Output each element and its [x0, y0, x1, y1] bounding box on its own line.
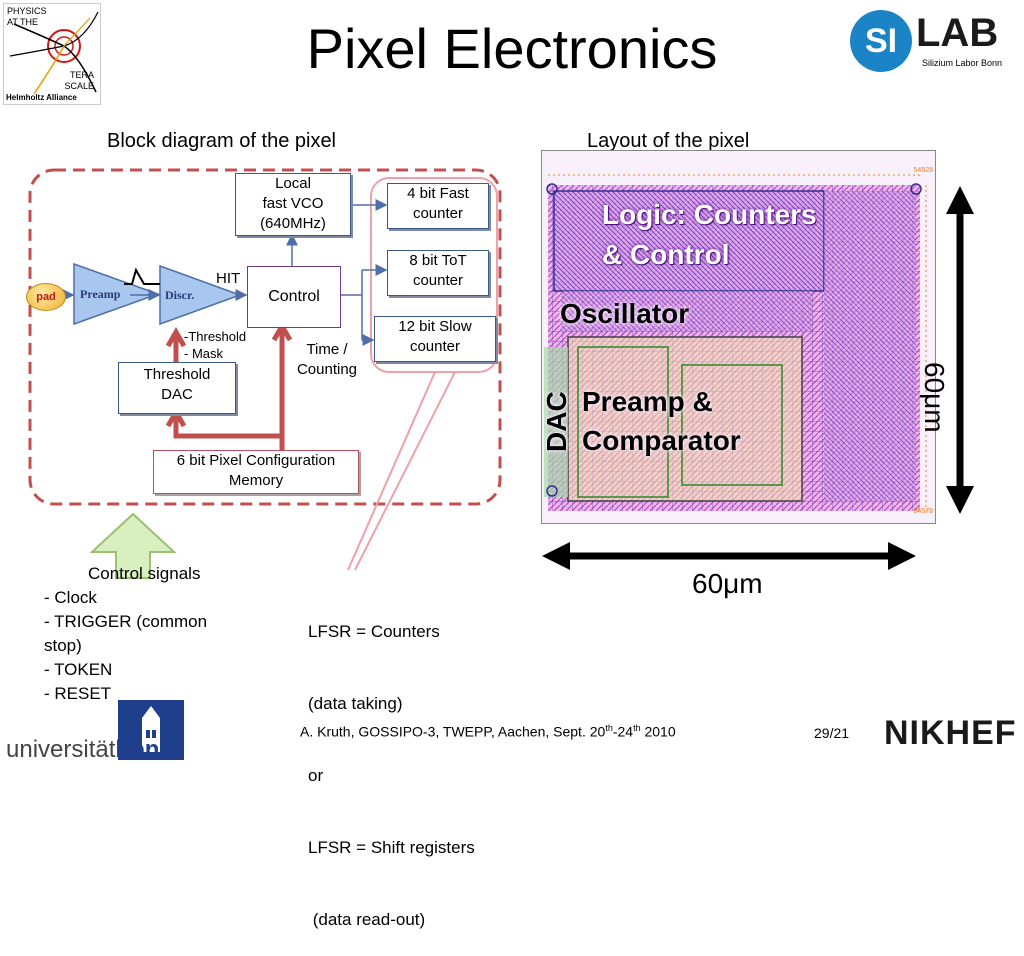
slow-counter-line-1: 12 bit Slow — [398, 318, 472, 335]
control-block: Control — [247, 266, 341, 328]
preamp-label: Preamp — [80, 287, 121, 301]
discr-label: Discr. — [165, 288, 195, 302]
physics-at-terascale-logo: PHYSICS AT THE TERA SCALE Helmholtz Alli… — [3, 3, 101, 105]
threshold-dac-line-1: Threshold — [143, 366, 211, 383]
control-signals-list: - Clock - TRIGGER (common stop) - TOKEN … — [44, 586, 274, 706]
threshold-dac-line-2: DAC — [161, 386, 193, 403]
citation: A. Kruth, GOSSIPO-3, TWEPP, Aachen, Sept… — [300, 723, 676, 740]
lfsr-line-4: LFSR = Shift registers — [308, 838, 475, 857]
vco-line-2: fast VCO — [262, 195, 324, 212]
layout-corner-bottom: 54578 — [913, 508, 933, 515]
vco-block: Local fast VCO (640MHz) — [235, 173, 351, 236]
lfsr-line-1: LFSR = Counters — [308, 622, 440, 641]
preamp-comparator-label-1: Preamp & — [582, 386, 713, 417]
uni-bonn-logo: universitätbonn — [6, 700, 184, 764]
logo-line-at-the: AT THE — [7, 17, 39, 27]
config-memory-block: 6 bit Pixel Configuration Memory — [153, 450, 359, 494]
signal-clock: - Clock — [44, 588, 97, 607]
vco-line-3: (640MHz) — [260, 215, 326, 232]
logo-line-physics: PHYSICS — [7, 6, 47, 16]
pad-node: pad — [26, 283, 66, 311]
lfsr-line-2: (data taking) — [308, 694, 403, 713]
horizontal-dimension-label: 60μm — [692, 568, 763, 599]
citation-end: 2010 — [640, 723, 676, 740]
citation-main: A. Kruth, GOSSIPO-3, TWEPP, Aachen, Sept… — [300, 723, 606, 740]
slow-counter-block: 12 bit Slow counter — [374, 316, 496, 362]
pixel-boundary — [28, 168, 502, 506]
layout-artwork — [542, 151, 935, 523]
lfsr-notes: LFSR = Counters (data taking) or LFSR = … — [308, 572, 528, 956]
control-signals-arrow — [89, 512, 177, 579]
horizontal-arrow-right-icon — [888, 542, 916, 570]
pixel-layout-image: 54528 54578 — [541, 150, 936, 524]
signal-trigger-cont: stop) — [44, 636, 82, 655]
building-icon — [142, 706, 160, 752]
vertical-arrow-top-icon — [946, 186, 974, 214]
layout-caption: Layout of the pixel — [587, 130, 750, 152]
hit-label: HIT — [216, 270, 241, 287]
oscillator-label: Oscillator — [560, 298, 690, 329]
callout-line-a — [347, 371, 436, 571]
time-counting-label: Time / Counting — [292, 340, 362, 380]
preamp-comparator-label-2: Comparator — [582, 425, 741, 456]
callout-line-b — [354, 371, 456, 571]
time-label: Time / — [306, 341, 348, 358]
nikhef-logo: NIKHEF — [884, 714, 1017, 752]
uni-bonn-wordmark: universitätbonn — [6, 736, 174, 764]
logo-line-scale: SCALE — [64, 81, 94, 91]
lfsr-line-5: (data read-out) — [308, 910, 426, 929]
config-to-dac-arrow — [173, 416, 282, 439]
citation-mid: -24 — [612, 723, 634, 740]
threshold-note: -Threshold — [184, 329, 247, 344]
mask-note: - Mask — [184, 346, 223, 361]
signal-reset: - RESET — [44, 684, 112, 703]
horizontal-arrow-left-icon — [542, 542, 570, 570]
layout-corner-top: 54528 — [913, 167, 933, 174]
signal-trigger: - TRIGGER (common — [44, 612, 208, 631]
tot-counter-block: 8 bit ToT counter — [387, 250, 489, 296]
silab-lab-text: LAB — [916, 11, 999, 55]
tot-counter-line-1: 8 bit ToT — [409, 252, 467, 269]
uni-name-bold: bonn — [115, 736, 175, 763]
block-diagram-caption: Block diagram of the pixel — [107, 130, 337, 152]
config-memory-line-1: 6 bit Pixel Configuration — [176, 452, 336, 469]
vertical-arrow-bottom-icon — [946, 486, 974, 514]
config-memory-line-2: Memory — [228, 472, 284, 489]
fast-counter-line-1: 4 bit Fast — [407, 185, 469, 202]
dimension-arrows — [542, 186, 974, 570]
citation-sup-2: th — [633, 723, 641, 733]
uni-bonn-emblem — [118, 700, 184, 760]
fast-counter-block: 4 bit Fast counter — [387, 183, 489, 229]
vertical-dimension-label: 60μm — [919, 362, 950, 433]
silab-logo: SI LAB Silizium Labor Bonn — [850, 8, 1022, 74]
silab-subtitle: Silizium Labor Bonn — [922, 58, 1003, 68]
pulse-shape-icon — [124, 267, 160, 285]
page-title: Pixel Electronics — [306, 17, 718, 80]
control-signals-heading: Control signals — [88, 564, 201, 583]
counting-label: Counting — [296, 361, 358, 378]
signal-token: - TOKEN — [44, 660, 113, 679]
slow-counter-line-2: counter — [409, 338, 461, 355]
logic-label-1: Logic: Counters — [602, 199, 817, 230]
logo-line-helmholtz: Helmholtz Alliance — [6, 93, 77, 102]
fast-counter-line-2: counter — [412, 205, 464, 222]
logic-label-2: & Control — [602, 239, 730, 270]
page-number: 29/21 — [814, 725, 850, 741]
particle-tracks-icon — [9, 11, 99, 95]
tot-counter-line-2: counter — [412, 272, 464, 289]
logo-line-tera: TERA — [69, 70, 94, 80]
vco-line-1: Local — [275, 175, 311, 192]
block-diagram-graphics — [28, 168, 502, 579]
uni-name-regular: universität — [6, 736, 116, 763]
silab-si-circle: SI — [850, 10, 912, 72]
citation-sup-1: th — [605, 723, 613, 733]
threshold-dac-block: Threshold DAC — [118, 362, 236, 414]
